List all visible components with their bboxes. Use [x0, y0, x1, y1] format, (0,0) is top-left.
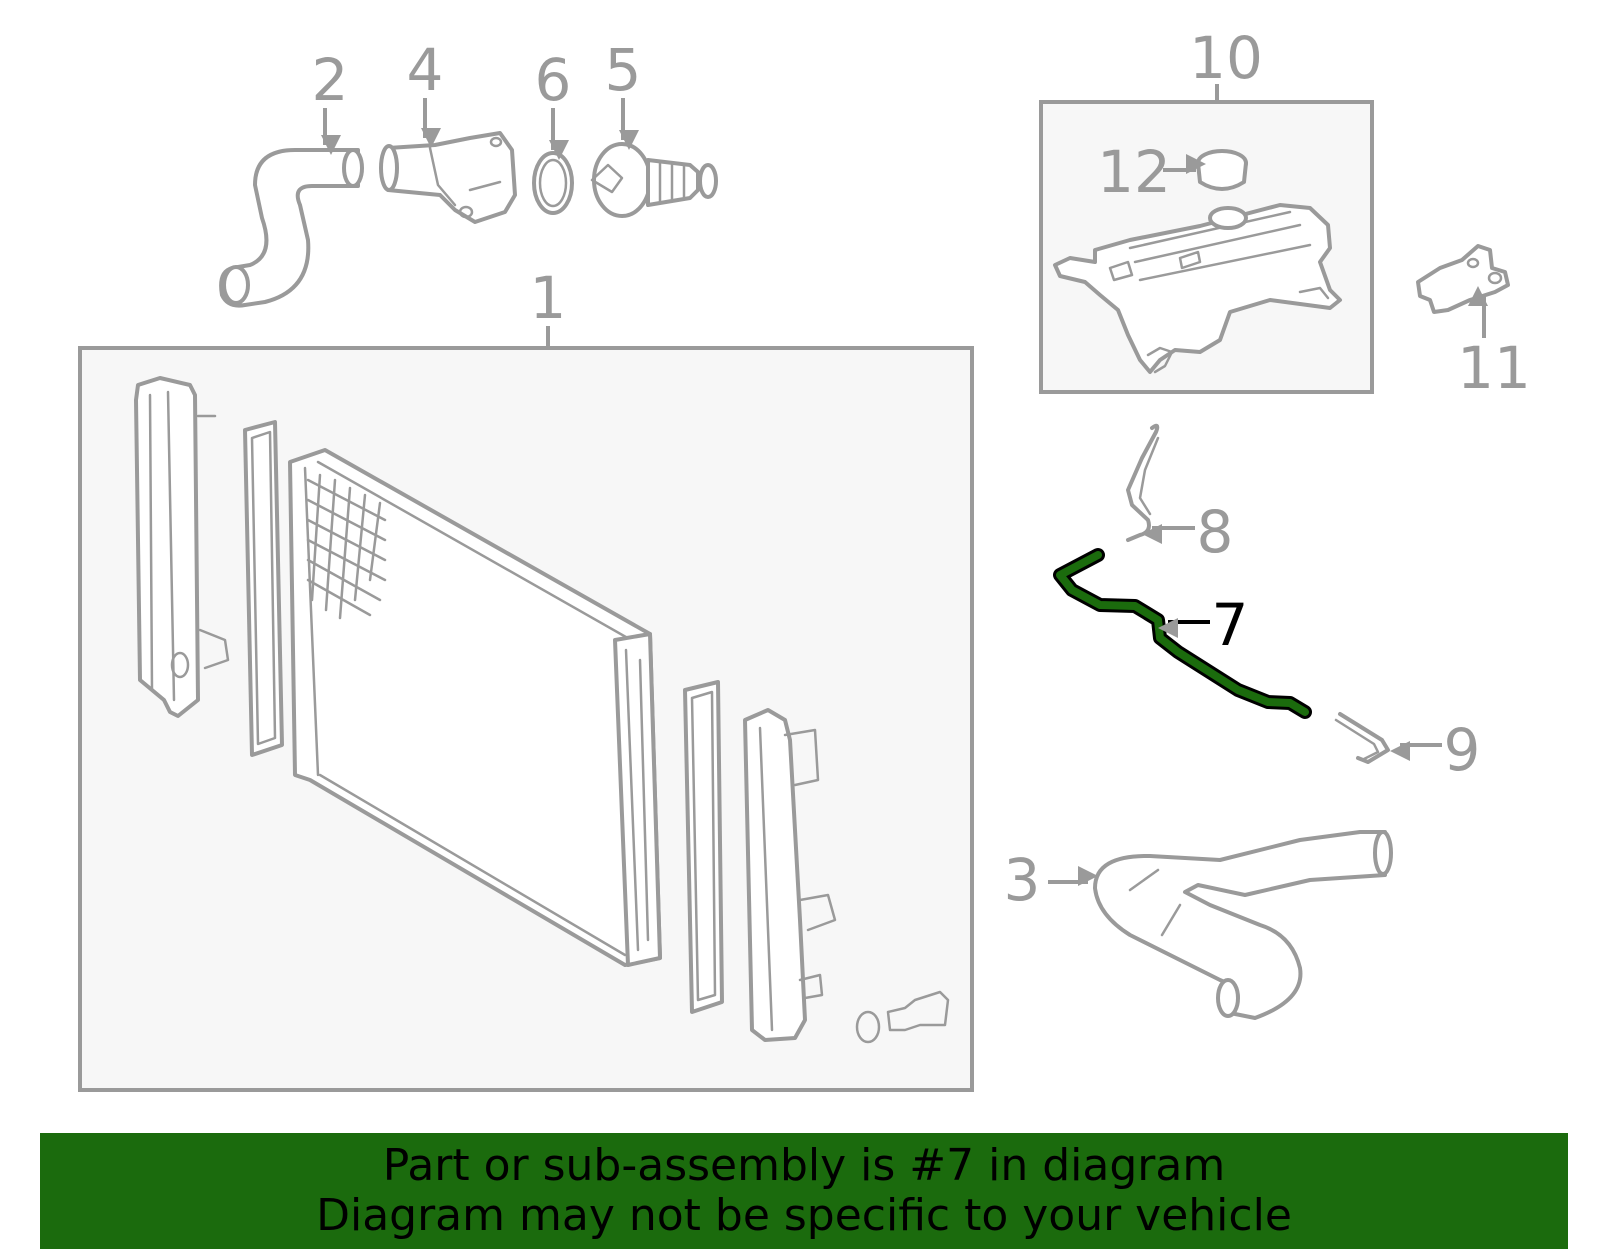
callout-9: 9 [1444, 716, 1481, 784]
radiator-assembly [78, 326, 974, 1092]
coolant-reservoir-assembly [1039, 84, 1374, 394]
banner-line-disclaimer: Diagram may not be specific to your vehi… [316, 1190, 1292, 1241]
bypass-hose-7-highlighted [1053, 548, 1312, 719]
callout-11: 11 [1457, 334, 1531, 402]
callout-12: 12 [1097, 138, 1171, 206]
thermostat-gasket [532, 151, 574, 215]
callout-1: 1 [530, 264, 567, 332]
bypass-hose-8 [1126, 423, 1160, 542]
callout-10: 10 [1189, 24, 1263, 92]
water-outlet [379, 131, 517, 224]
reservoir-bracket [1416, 244, 1510, 314]
callout-5: 5 [605, 36, 642, 104]
bypass-hose-9 [1334, 712, 1390, 764]
info-banner: Part or sub-assembly is #7 in diagram Di… [40, 1133, 1568, 1249]
callout-numbers: 1 2 3 4 5 6 7 8 9 10 11 12 [312, 24, 1531, 914]
callout-8: 8 [1197, 498, 1234, 566]
parts-diagram: 1 2 3 4 5 6 7 8 9 10 11 12 [78, 24, 1531, 1092]
callout-6: 6 [535, 46, 572, 114]
banner-line-part: Part or sub-assembly is #7 in diagram [382, 1140, 1226, 1191]
leader-lines [321, 98, 1488, 886]
callout-2: 2 [312, 46, 349, 114]
callout-4: 4 [407, 36, 444, 104]
upper-radiator-hose [219, 148, 364, 308]
callout-7: 7 [1212, 591, 1249, 659]
thermostat [590, 142, 718, 218]
lower-radiator-hose [1093, 830, 1393, 1020]
callout-3: 3 [1004, 846, 1041, 914]
